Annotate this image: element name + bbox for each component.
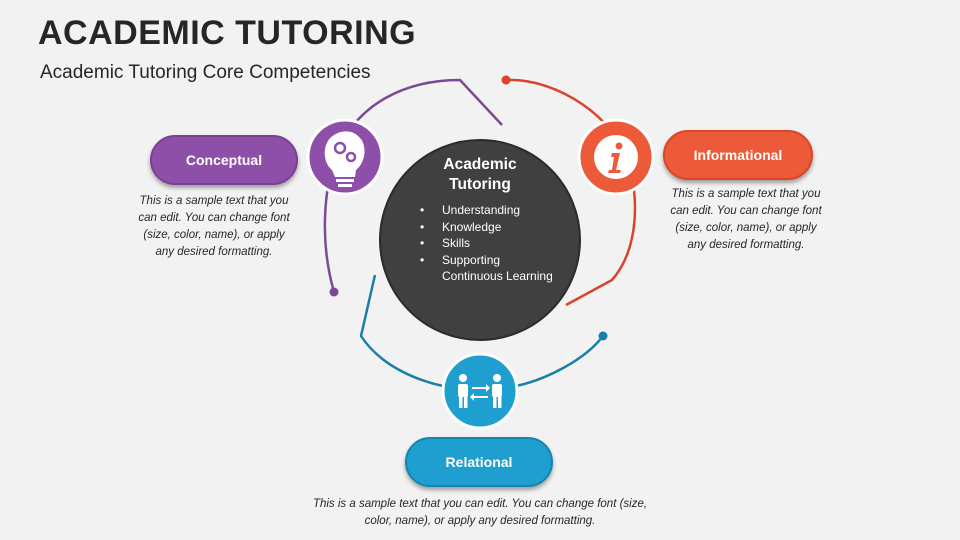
center-title: Academic Tutoring: [400, 155, 560, 195]
relational-connector-dot: [598, 331, 608, 341]
center-content: Academic Tutoring Understanding Knowledg…: [400, 155, 560, 283]
relational-connector: [359, 274, 604, 388]
center-list-item: Skills: [418, 235, 558, 252]
people-exchange-icon: [441, 352, 519, 430]
page-subtitle: Academic Tutoring Core Competencies: [40, 62, 371, 83]
relational-label: Relational: [405, 437, 553, 487]
conceptual-connector-dot: [329, 287, 339, 297]
conceptual-description: This is a sample text that you can edit.…: [138, 195, 290, 258]
informational-connector-dot: [501, 75, 511, 85]
info-icon: [577, 118, 655, 196]
lightbulb-gears-icon: [306, 118, 384, 196]
informational-label: Informational: [663, 130, 813, 180]
relational-description: This is a sample text that you can edit.…: [312, 498, 648, 527]
page-title: ACADEMIC TUTORING: [38, 14, 417, 52]
informational-description: This is a sample text that you can edit.…: [670, 188, 822, 251]
conceptual-label: Conceptual: [150, 135, 298, 185]
center-list-item: Knowledge: [418, 219, 558, 236]
center-list-item: Understanding: [418, 202, 558, 219]
center-title-line1: Academic: [443, 156, 517, 173]
center-list: Understanding Knowledge Skills Supportin…: [418, 202, 558, 285]
center-title-line2: Tutoring: [449, 176, 511, 193]
center-list-item: Supporting Continuous Learning: [418, 252, 558, 285]
